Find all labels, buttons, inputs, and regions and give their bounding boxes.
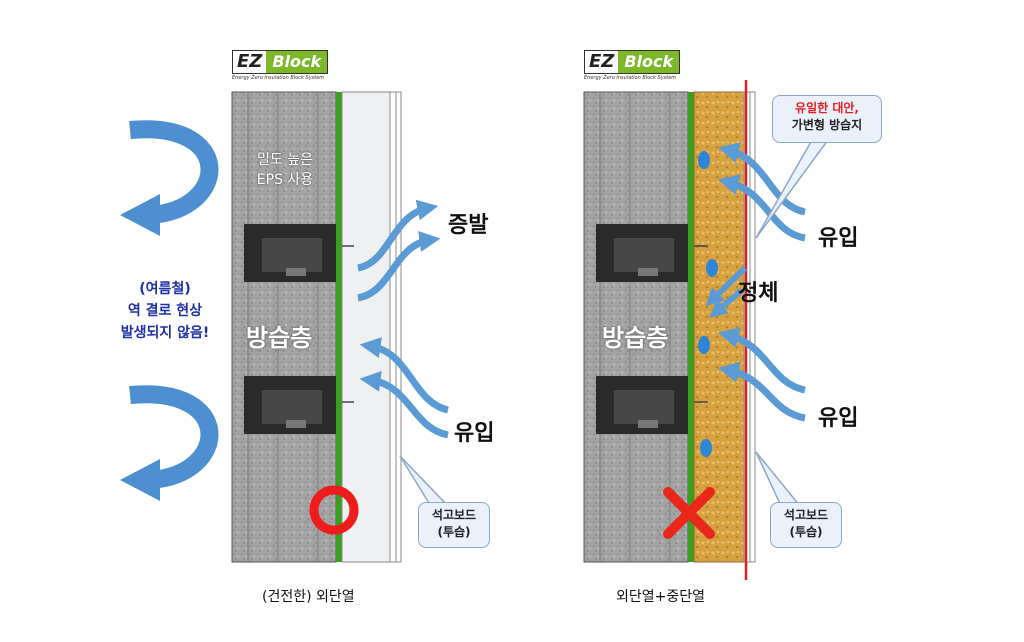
evap-arrow-1 <box>357 199 439 272</box>
right-inflow-label-top: 유입 <box>818 226 859 251</box>
right-inflow-arrow-3 <box>717 327 806 394</box>
right-inflow-label-bottom: 유입 <box>818 406 859 431</box>
side-note-line2: 역 결로 현상 <box>127 303 203 319</box>
water-droplet <box>700 439 712 457</box>
left-curve-arrowhead-bottom <box>120 459 160 501</box>
logo-subtitle: Energy Zero Insulation Block System <box>584 75 677 81</box>
side-note-line1: (여름철) <box>139 281 191 297</box>
right-wall-section <box>583 91 756 563</box>
fail-x-mark <box>663 487 715 539</box>
left-callout-gypsum: 석고보드 (투습) <box>418 502 490 548</box>
inflow-arrow-2 <box>359 370 449 439</box>
callout-line1: 석고보드 <box>783 508 829 522</box>
left-wall-note: 밀도 높은 EPS 사용 <box>240 150 330 190</box>
right-vapor-barrier <box>688 92 694 562</box>
logo-block-text: Block <box>618 51 680 73</box>
callout-top-line2: 가변형 방습지 <box>791 118 863 132</box>
right-callout-gypsum: 석고보드 (투습) <box>770 502 842 548</box>
water-droplet <box>698 336 710 354</box>
ok-circle-mark <box>309 485 359 535</box>
right-glass-wool <box>693 91 745 563</box>
inflow-arrow-1 <box>359 337 450 414</box>
callout-line1: 석고보드 <box>431 508 477 522</box>
left-curve-arrow-bottom <box>129 385 219 489</box>
left-logo: EZ Block Energy Zero Insulation Block Sy… <box>232 50 329 81</box>
callout-top-line1: 유일한 대안, <box>795 101 859 115</box>
left-curve-arrowhead-top <box>120 194 160 236</box>
logo-subtitle: Energy Zero Insulation Block System <box>232 75 325 81</box>
stagnation-label: 정체 <box>738 281 779 306</box>
left-gypsum-board <box>341 91 391 563</box>
left-wall-section <box>231 91 402 563</box>
right-logo: EZ Block Energy Zero Insulation Block Sy… <box>584 50 681 81</box>
right-inflow-arrow-4 <box>717 361 806 422</box>
stagnation-arrow-2 <box>709 287 744 318</box>
right-anchor-bracket-top <box>596 224 688 282</box>
right-anchor-bracket-bottom <box>596 376 688 434</box>
right-top-callout: 유일한 대안, 가변형 방습지 <box>772 95 882 143</box>
evap-arrow-2 <box>357 231 441 302</box>
logo-ez-text: EZ <box>233 51 267 73</box>
callout-line2: (투습) <box>437 525 471 539</box>
left-anchor-bracket-top <box>244 224 336 282</box>
left-callout-pointer <box>399 455 450 509</box>
right-inflow-arrow-1 <box>717 142 806 216</box>
left-curve-arrow-top <box>129 120 219 224</box>
logo-ez-text: EZ <box>585 51 619 73</box>
evaporation-label: 증발 <box>448 213 489 238</box>
left-side-note: (여름철) 역 결로 현상 발생되지 않음! <box>100 278 230 344</box>
right-caption: 외단열+중단열 <box>616 589 706 605</box>
left-wall-label: 방습층 <box>246 324 313 352</box>
left-vapor-barrier <box>336 92 342 562</box>
stagnation-arrow-1 <box>705 265 748 307</box>
wall-note-line2: EPS 사용 <box>256 172 314 188</box>
right-callout-pointer <box>755 451 802 509</box>
left-anchor-bracket-bottom <box>244 376 336 434</box>
side-note-line3: 발생되지 않음! <box>120 325 210 341</box>
callout-line2: (투습) <box>789 525 823 539</box>
water-droplet <box>706 259 718 277</box>
left-eps-insulation <box>231 91 337 563</box>
logo-block-text: Block <box>266 51 328 73</box>
water-droplet <box>698 151 710 169</box>
wall-note-line1: 밀도 높은 <box>257 152 313 168</box>
inflow-label: 유입 <box>454 421 495 446</box>
right-wall-label: 방습층 <box>602 324 669 352</box>
right-inflow-arrow-2 <box>717 174 806 242</box>
left-caption: (건전한) 외단열 <box>262 589 355 605</box>
